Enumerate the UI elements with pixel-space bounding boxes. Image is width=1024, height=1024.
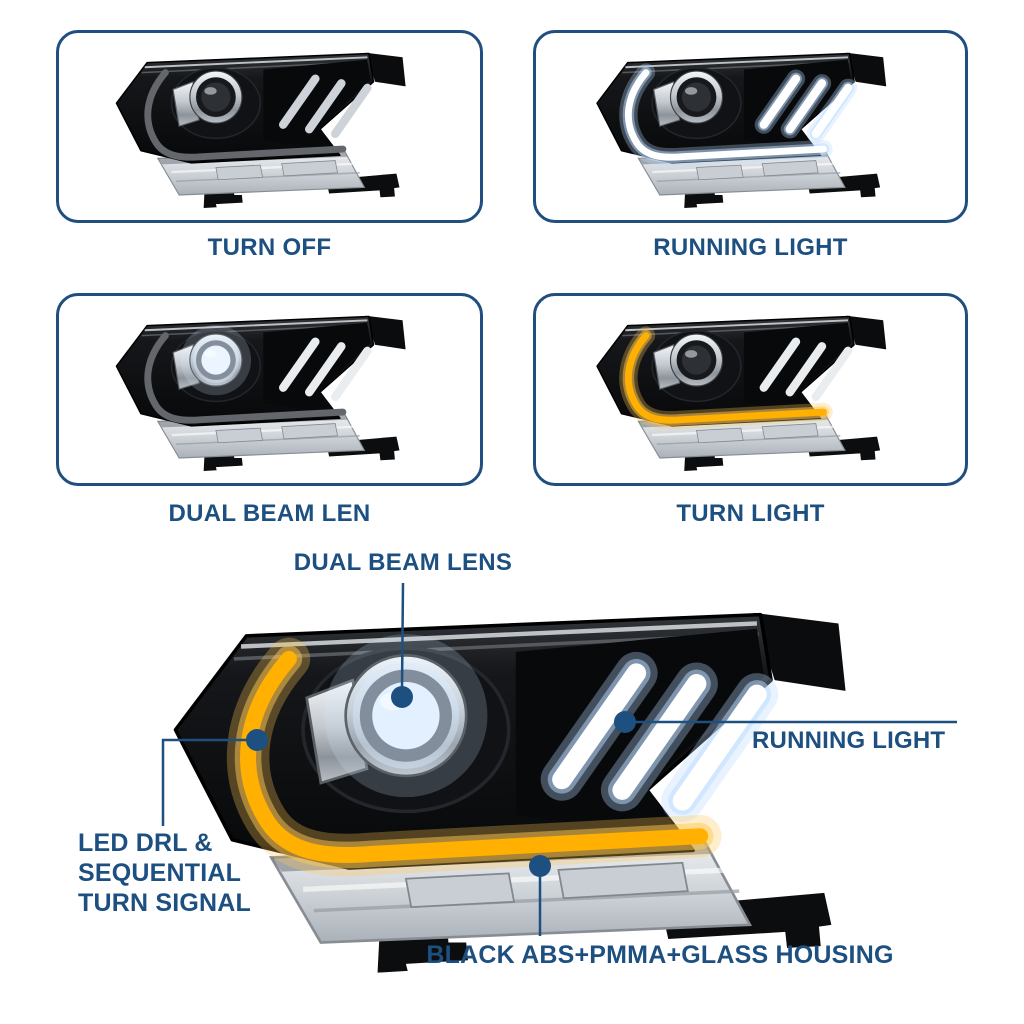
callout-running-light: RUNNING LIGHT [752, 727, 946, 754]
mode-label-turn-off: TURN OFF [207, 234, 332, 261]
mode-label-running-light: RUNNING LIGHT [653, 234, 848, 261]
mode-card-turn-light: TURN LIGHT [533, 293, 968, 528]
mode-card-dual-beam-len: DUAL BEAM LEN [56, 293, 483, 528]
callout-led-drl: LED DRL & SEQUENTIAL TURN SIGNAL [78, 829, 252, 917]
feature-title-dual-beam-lens: DUAL BEAM LENS [293, 549, 513, 576]
headlight-photo-running-light [557, 42, 943, 210]
mode-label-turn-light: TURN LIGHT [676, 500, 825, 527]
mode-label-dual-beam-len: DUAL BEAM LEN [168, 500, 371, 527]
mode-card-turn-off: TURN OFF [56, 30, 483, 262]
mode-photo-frame-running-light [533, 30, 968, 223]
callout-housing: BLACK ABS+PMMA+GLASS HOUSING [426, 941, 894, 969]
feature-headlight-photo [140, 588, 920, 978]
headlight-photo-turn-light [557, 305, 943, 473]
headlight-photo-turn-off [80, 42, 459, 210]
headlight-photo-dual-beam-len [80, 305, 459, 473]
mode-card-running-light: RUNNING LIGHT [533, 30, 968, 262]
mode-photo-frame-turn-off [56, 30, 483, 223]
mode-photo-frame-dual-beam-len [56, 293, 483, 486]
mode-photo-frame-turn-light [533, 293, 968, 486]
